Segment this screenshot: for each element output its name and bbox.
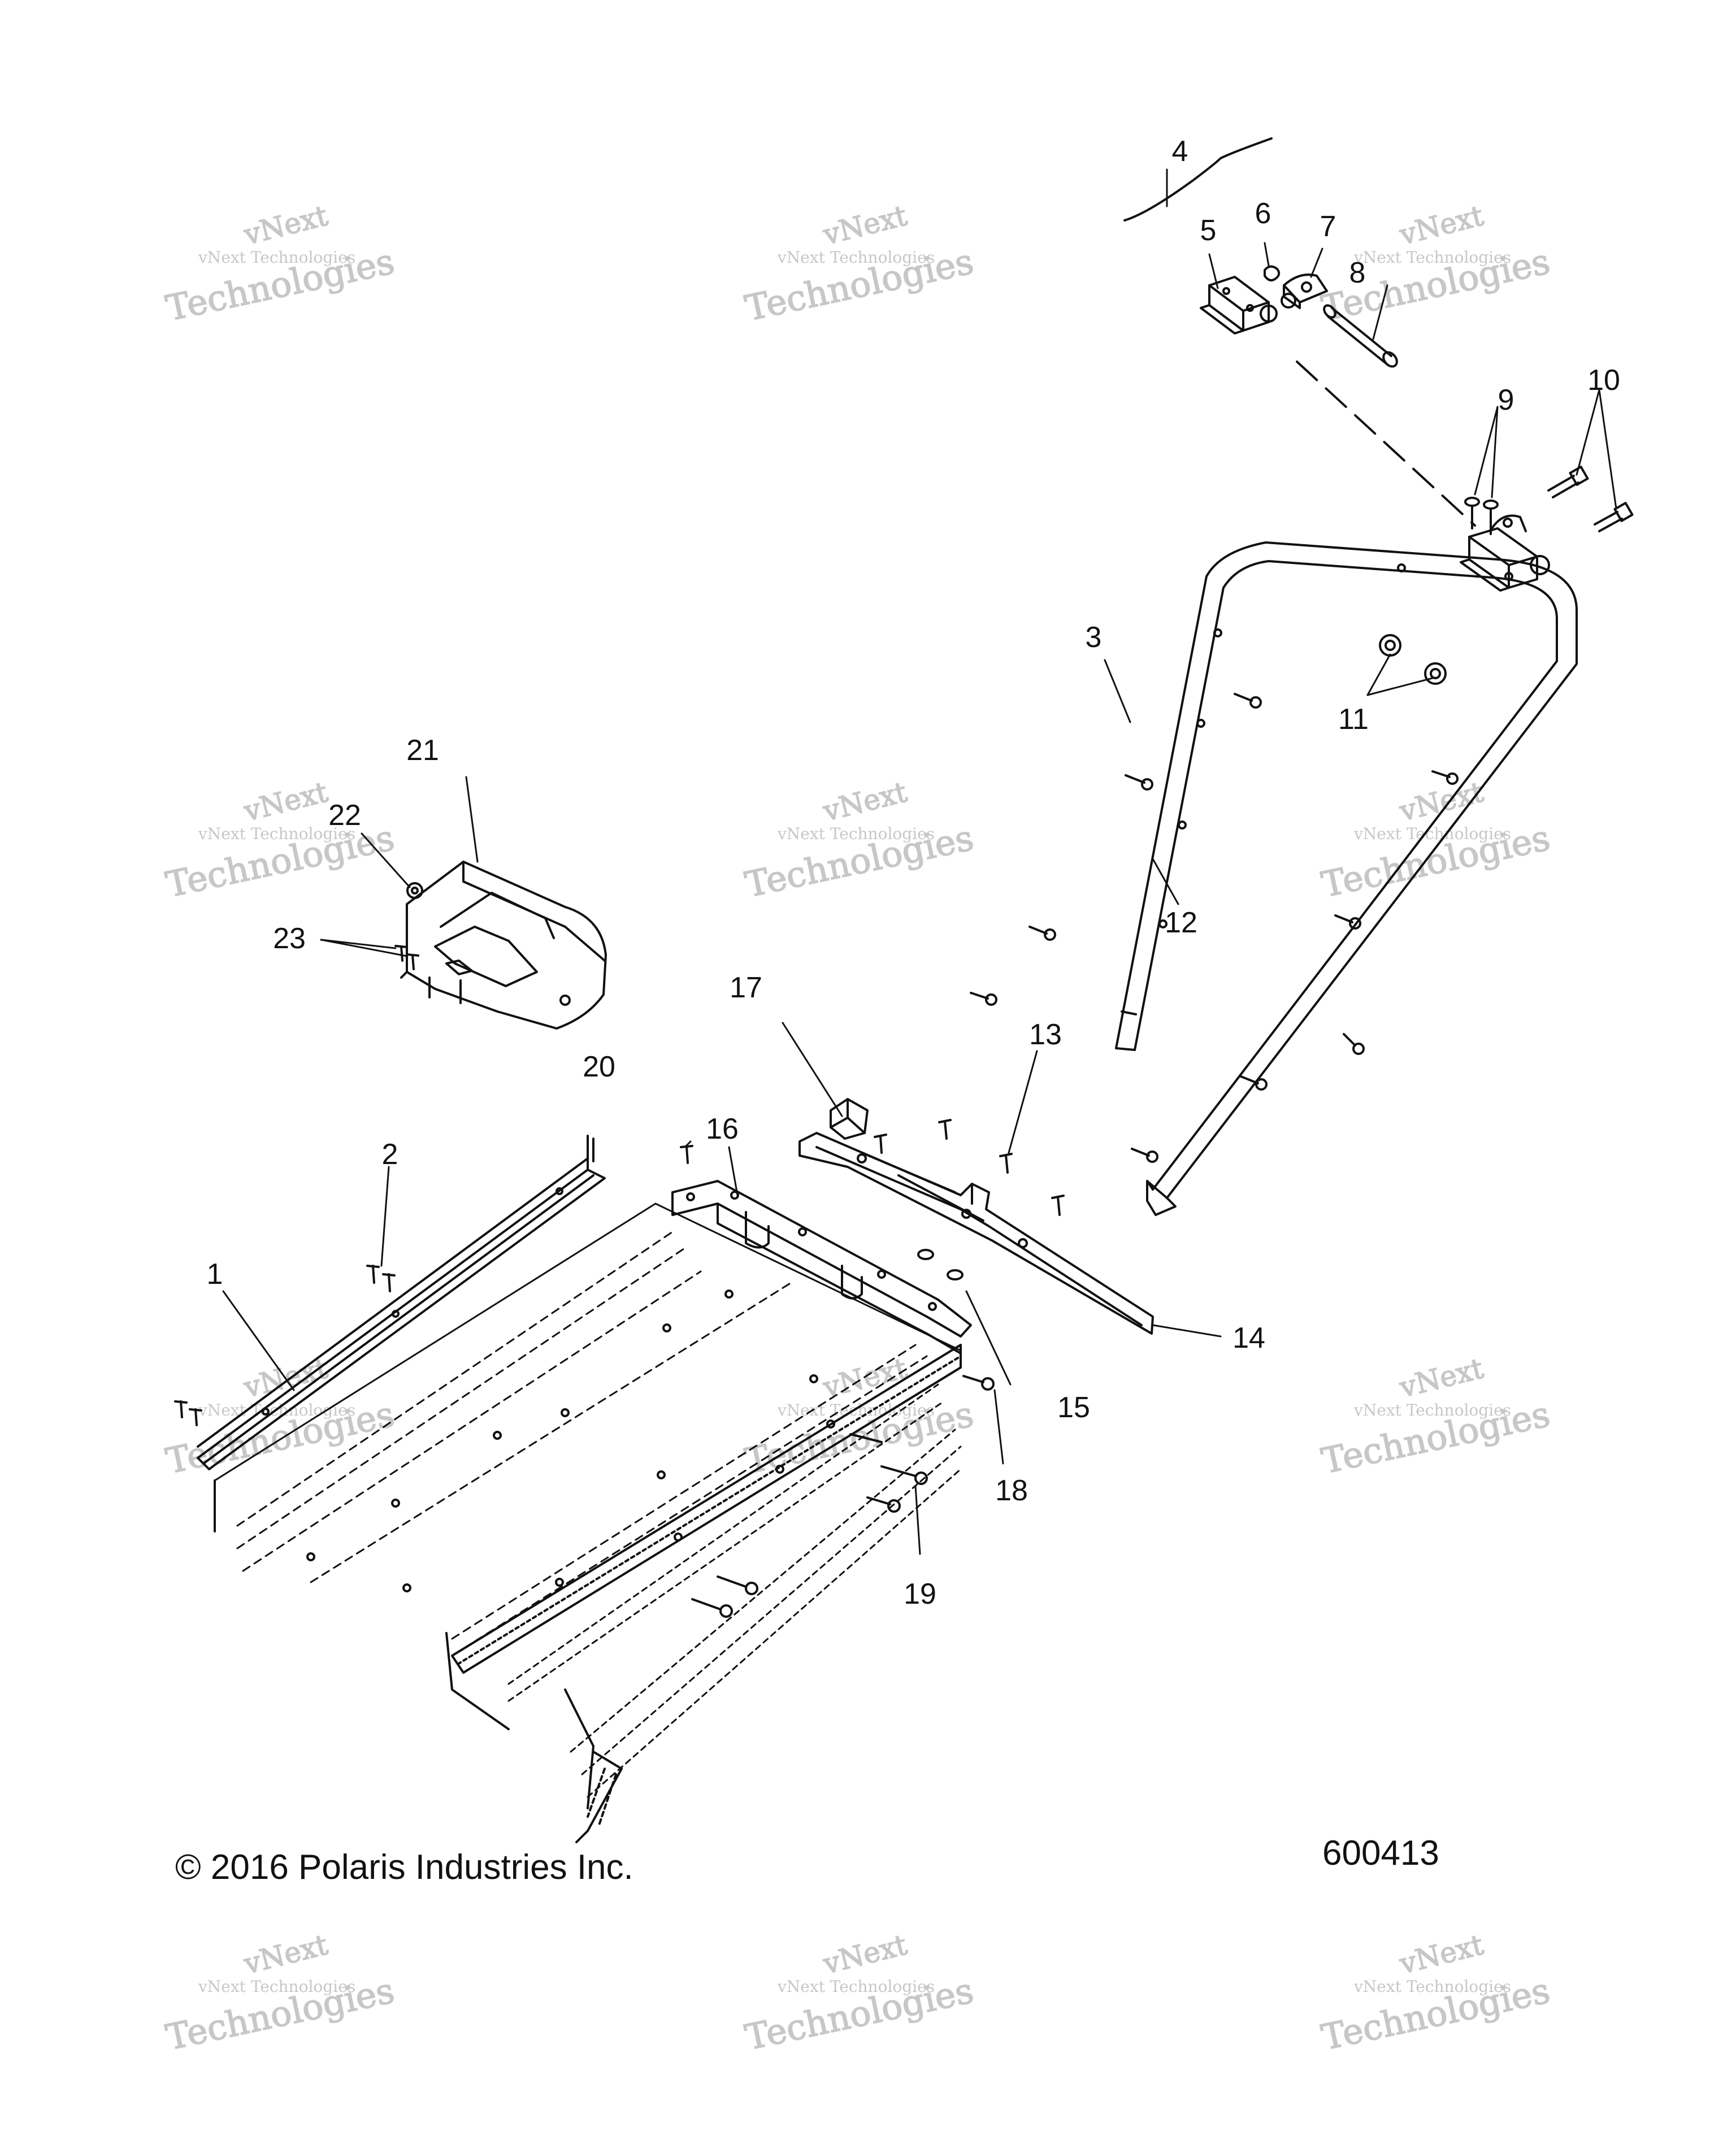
watermark-text: vNext [240, 199, 331, 251]
callout-8: 8 [1349, 257, 1366, 289]
callout-7: 7 [1320, 210, 1336, 243]
alignment-dash-hinge [1296, 361, 1476, 527]
watermark-text: vNext Technologies [777, 248, 935, 267]
callout-labels: 1 2 3 4 5 6 7 8 9 10 11 12 13 14 15 16 1… [207, 135, 1620, 1610]
watermark-text: vNext Technologies [198, 824, 355, 843]
part-15-washers [917, 1249, 964, 1280]
watermark-text: vNext [819, 199, 910, 251]
callout-11: 11 [1338, 703, 1369, 736]
callout-21: 21 [406, 734, 439, 767]
watermark-text: vNext [819, 775, 910, 828]
part-19-bolts [691, 1433, 928, 1618]
callout-9: 9 [1498, 384, 1514, 416]
watermark-text: vNext Technologies [1353, 248, 1511, 267]
callout-4: 4 [1172, 135, 1188, 168]
watermark-text: vNext [1396, 775, 1486, 828]
callout-20: 20 [583, 1050, 615, 1083]
part-17-block [830, 1098, 869, 1140]
watermark-text: vNext [1396, 1352, 1486, 1404]
part-1-side-rail [197, 1135, 606, 1470]
callout-10: 10 [1587, 364, 1620, 397]
callout-1: 1 [207, 1258, 223, 1291]
callout-23: 23 [273, 922, 306, 955]
watermark-text: vNext [1396, 1928, 1486, 1981]
callout-2: 2 [382, 1138, 398, 1171]
bed-floor-outline [214, 1202, 962, 1843]
part-18-bolt [962, 1375, 995, 1391]
part-14-cross-member [798, 1132, 1154, 1335]
watermark-text: vNext [1396, 199, 1486, 251]
part-21-cover [400, 861, 607, 1030]
watermark-text: vNext [240, 1928, 331, 1981]
footer: © 2016 Polaris Industries Inc. 600413 [175, 1834, 1439, 1887]
watermark-text: vNext Technologies [1353, 1977, 1511, 1996]
watermark-text: vNext Technologies [198, 1977, 355, 1996]
part-6-clip [1264, 265, 1281, 281]
callout-6: 6 [1255, 197, 1271, 230]
copyright-notice: © 2016 Polaris Industries Inc. [175, 1848, 633, 1887]
leader-lines [222, 168, 1617, 1555]
watermark-text: vNext [819, 1928, 910, 1981]
figure-number: 600413 [1322, 1834, 1439, 1873]
part-10-bolts [1547, 466, 1634, 532]
part-9-washers [1464, 497, 1499, 535]
part-13-rivets [874, 1119, 1065, 1216]
callout-17: 17 [730, 971, 762, 1004]
part-3-frame-hoop [1115, 541, 1578, 1216]
callout-16: 16 [706, 1113, 739, 1145]
callout-13: 13 [1029, 1018, 1062, 1051]
part-23-screws [394, 945, 419, 970]
part-12-bolts [970, 693, 1459, 1163]
part-11-nuts [1379, 634, 1447, 685]
part-7-hinge-bracket [1281, 273, 1328, 309]
watermark-text: vNext Technologies [198, 248, 355, 267]
watermark-text: vNext Technologies [1353, 824, 1511, 843]
kit-brace-4 [1123, 137, 1273, 222]
watermark-text: vNext [240, 775, 331, 828]
part-22-nut [406, 882, 423, 899]
callout-15: 15 [1057, 1391, 1090, 1424]
callout-22: 22 [328, 799, 361, 832]
callout-19: 19 [904, 1578, 936, 1610]
watermark-text: vNext Technologies [1353, 1401, 1511, 1419]
callout-12: 12 [1165, 906, 1197, 939]
callout-5: 5 [1200, 214, 1217, 247]
callout-14: 14 [1232, 1322, 1265, 1354]
part-20-screw [680, 1145, 693, 1164]
part-2-screws [174, 1265, 396, 1426]
part-5-hinge-block [1200, 276, 1278, 335]
callout-3: 3 [1086, 621, 1102, 654]
watermark-text: vNext Technologies [777, 1977, 935, 1996]
watermark-text: vNext Technologies [777, 824, 935, 843]
part-8-pin [1323, 304, 1398, 368]
callout-18: 18 [995, 1474, 1028, 1507]
bed-side-wall [451, 1344, 962, 1674]
